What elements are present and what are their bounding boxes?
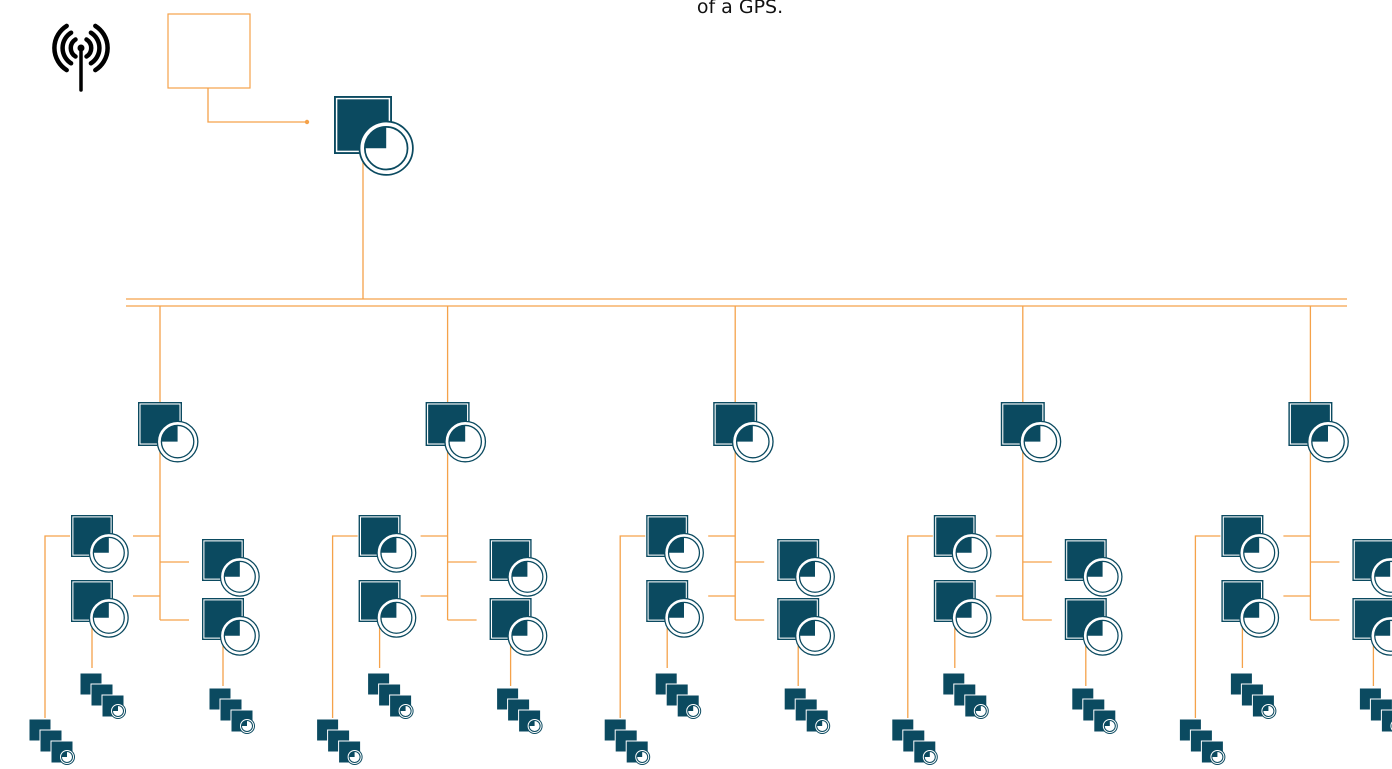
leaf-group-5-b [1229, 672, 1277, 719]
sub-node-1-a [71, 515, 129, 573]
sub-node-3-b [646, 580, 704, 638]
sub-node-3-c [777, 539, 835, 597]
feeder-5 [1194, 535, 1221, 718]
sub-node-4-a [933, 515, 992, 573]
sub-node-1-c [202, 539, 260, 597]
leaf-group-5-d [1358, 687, 1392, 733]
leaf-group-1-a [28, 718, 75, 765]
sub-node-4-d [1064, 598, 1123, 656]
leaf-group-1-b [79, 672, 126, 719]
sub-node-2-a [358, 515, 417, 573]
branch-node-5 [1288, 402, 1349, 463]
leaf-group-5-a [1178, 718, 1226, 765]
branch-node-4 [1000, 402, 1062, 463]
leaf-group-3-b [654, 672, 702, 719]
feeder-2 [331, 535, 358, 718]
sub-node-2-b [358, 580, 417, 638]
leaf-group-3-d [783, 687, 831, 734]
leaf-group-2-b [367, 672, 414, 719]
source-connector [207, 88, 306, 123]
sub-node-2-d [489, 598, 548, 656]
wireless-antenna-icon [52, 23, 110, 92]
sub-node-3-d [777, 598, 835, 656]
sub-node-3-a [646, 515, 704, 573]
connector-dot [304, 119, 310, 125]
sub-node-4-b [933, 580, 992, 638]
feeder-4 [907, 535, 933, 718]
sub-node-4-c [1064, 539, 1123, 597]
sub-node-5-a [1221, 515, 1280, 573]
leaf-group-4-a [891, 718, 938, 765]
branch-node-3 [713, 402, 774, 463]
leaf-group-2-a [316, 718, 363, 765]
leaf-group-4-d [1071, 687, 1118, 734]
leaf-group-1-d [208, 687, 255, 734]
sub-node-5-b [1221, 580, 1280, 638]
feeder-3 [619, 535, 646, 718]
root-node [334, 96, 414, 176]
feeder-1 [44, 535, 70, 718]
leaf-group-3-a [603, 718, 651, 765]
source-box [167, 13, 251, 89]
branch-node-1 [138, 402, 199, 463]
leaf-group-2-d [496, 687, 543, 734]
leaf-group-4-b [942, 672, 989, 719]
sub-node-1-b [71, 580, 129, 638]
sub-node-5-d [1352, 598, 1392, 656]
branch-node-2 [425, 402, 487, 463]
sub-node-2-c [489, 539, 548, 597]
sub-node-5-c [1352, 539, 1392, 597]
diagram-caption: of a GPS. [696, 0, 784, 18]
sub-node-1-d [202, 598, 260, 656]
